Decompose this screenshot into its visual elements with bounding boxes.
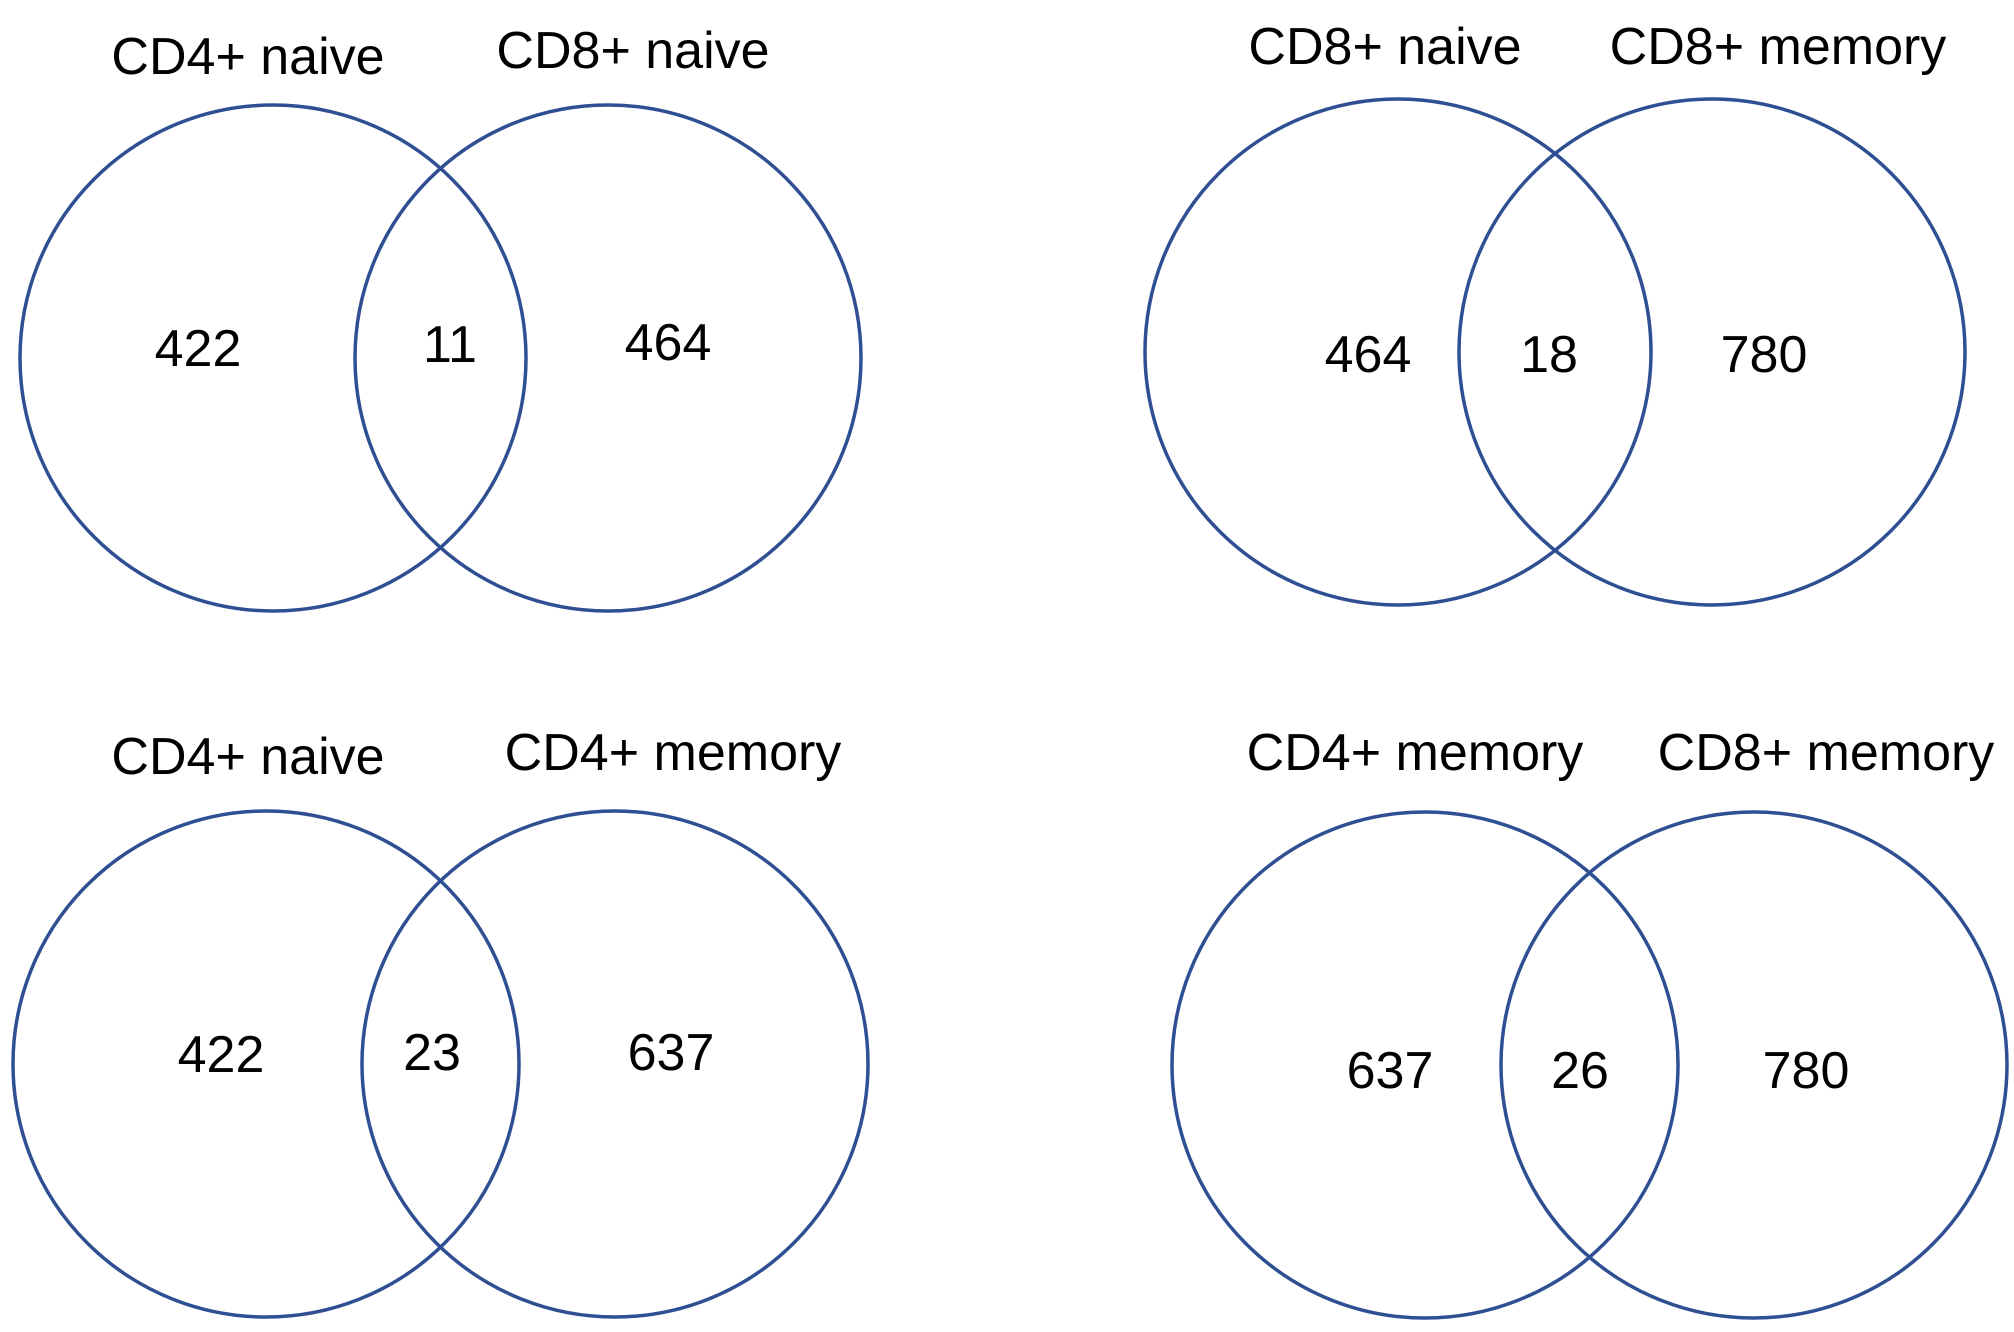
venn-3-left-only-count: 422 [178, 1026, 265, 1084]
venn-3-overlap-count: 23 [403, 1024, 461, 1082]
venn-4-right-set-label: CD8+ memory [1658, 724, 1995, 782]
venn-1-right-only-count: 464 [625, 314, 712, 372]
venn-1-left-circle [18, 103, 528, 613]
venn-4-overlap-count: 26 [1551, 1042, 1609, 1100]
venn-1-right-circle [353, 103, 863, 613]
venn-3-left-circle [11, 809, 521, 1319]
venn-4-left-only-count: 637 [1347, 1042, 1434, 1100]
venn-1-right-set-label: CD8+ naive [496, 22, 769, 80]
venn-2-overlap-count: 18 [1520, 326, 1578, 384]
venn-3-left-set-label: CD4+ naive [111, 728, 384, 786]
venn-3-right-only-count: 637 [628, 1024, 715, 1082]
venn-diagram-2: CD8+ naive CD8+ memory 464 18 780 [1143, 18, 1967, 607]
venn-1-overlap-count: 11 [423, 316, 477, 374]
venn-1-left-set-label: CD4+ naive [111, 28, 384, 86]
venn-4-left-circle [1170, 810, 1680, 1320]
venn-2-right-set-label: CD8+ memory [1610, 18, 1947, 76]
venn-4-left-set-label: CD4+ memory [1247, 724, 1584, 782]
venn-3-right-circle [360, 809, 870, 1319]
venn-2-left-only-count: 464 [1325, 326, 1412, 384]
venn-2-left-circle [1143, 97, 1653, 607]
venn-3-right-set-label: CD4+ memory [505, 724, 842, 782]
venn-diagram-4: CD4+ memory CD8+ memory 637 26 780 [1170, 724, 2009, 1320]
venn-diagram-3: CD4+ naive CD4+ memory 422 23 637 [11, 724, 870, 1319]
venn-2-right-circle [1457, 97, 1967, 607]
venn-2-left-set-label: CD8+ naive [1248, 18, 1521, 76]
venn-1-left-only-count: 422 [155, 320, 242, 378]
venn-4-right-only-count: 780 [1763, 1042, 1850, 1100]
venn-2-right-only-count: 780 [1721, 326, 1808, 384]
venn-4-right-circle [1499, 810, 2009, 1320]
venn-diagram-1: CD4+ naive CD8+ naive 422 11 464 [18, 22, 863, 613]
